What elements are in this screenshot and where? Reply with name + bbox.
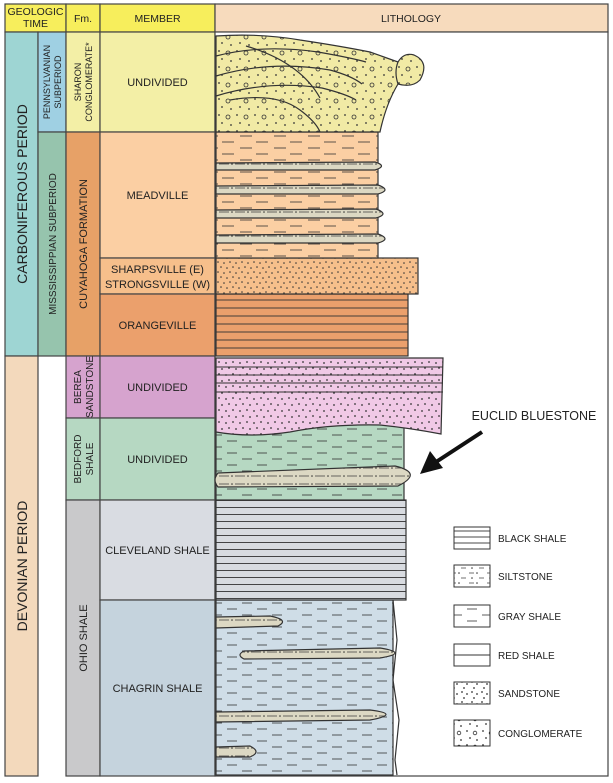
chagrin-siltstone-lens-3 xyxy=(216,710,386,722)
formation-column: SHARON CONGLOMERATE* CUYAHOGA FORMATION … xyxy=(66,32,100,776)
lithology-cleveland-black-shale xyxy=(216,500,406,600)
legend-red-shale-label: RED SHALE xyxy=(498,651,555,662)
member-bedford-undivided: UNDIVIDED xyxy=(127,454,188,466)
member-sharpsville: SHARPSVILLE (E) xyxy=(111,264,204,276)
header-geologic-time-line2: TIME xyxy=(23,18,48,30)
subperiod-column: PENNSYLVANIAN SUBPERIOD MISSSISSIPPIAN S… xyxy=(38,32,66,356)
formation-sharon-line1: SHARON xyxy=(73,63,83,102)
chagrin-siltstone-lens-4 xyxy=(216,746,256,757)
subperiod-pennsylvanian-line2: SUBPERIOD xyxy=(53,55,63,109)
lithology-orangeville-red-shale xyxy=(216,294,408,356)
member-orangeville: ORANGEVILLE xyxy=(119,320,197,332)
formation-berea-line1: BEREA xyxy=(73,370,84,404)
lithology-sharpsville-sandstone xyxy=(216,258,418,294)
header-lithology: LITHOLOGY xyxy=(381,13,441,25)
subperiod-pennsylvanian-line1: PENNSYLVANIAN xyxy=(42,45,52,119)
lithology-berea-sandstone xyxy=(216,358,443,435)
callout-euclid-bluestone: EUCLID BLUESTONE xyxy=(472,409,597,423)
header-row: GEOLOGIC TIME Fm. MEMBER LITHOLOGY xyxy=(5,4,608,32)
subperiod-mississippian: MISSSISSIPPIAN SUBPERIOD xyxy=(48,173,59,315)
legend-gray-shale-swatch xyxy=(454,605,490,627)
header-formation: Fm. xyxy=(74,13,92,25)
meadville-siltstone-2 xyxy=(216,185,385,194)
member-berea-undivided: UNDIVIDED xyxy=(127,382,188,394)
formation-cuyahoga: CUYAHOGA FORMATION xyxy=(78,179,90,309)
legend-black-shale-swatch xyxy=(454,527,490,549)
period-devonian: DEVONIAN PERIOD xyxy=(14,501,30,632)
formation-bedford-line2: SHALE xyxy=(85,442,96,475)
period-column: CARBONIFEROUS PERIOD DEVONIAN PERIOD xyxy=(5,32,38,776)
member-chagrin-shale: CHAGRIN SHALE xyxy=(113,683,203,695)
formation-sharon-line2: CONGLOMERATE* xyxy=(84,42,94,122)
legend-gray-shale-label: GRAY SHALE xyxy=(498,612,561,623)
period-carboniferous: CARBONIFEROUS PERIOD xyxy=(14,104,30,284)
formation-berea-line2: SANDSTONE xyxy=(85,356,96,418)
meadville-siltstone-1 xyxy=(216,162,382,170)
formation-ohio-shale: OHIO SHALE xyxy=(78,604,90,671)
chagrin-siltstone-lens-1 xyxy=(216,616,283,628)
header-geologic-time-line1: GEOLOGIC xyxy=(7,6,63,18)
meadville-siltstone-4 xyxy=(216,234,385,243)
legend-sandstone-label: SANDSTONE xyxy=(498,689,560,700)
header-member: MEMBER xyxy=(134,13,181,25)
legend-siltstone-swatch xyxy=(454,565,490,587)
legend-conglomerate-swatch xyxy=(454,720,490,746)
member-cleveland-shale: CLEVELAND SHALE xyxy=(105,545,210,557)
formation-bedford-line1: BEDFORD xyxy=(73,435,84,484)
member-column: UNDIVIDED MEADVILLE SHARPSVILLE (E) STRO… xyxy=(100,32,215,776)
legend-conglomerate-label: CONGLOMERATE xyxy=(498,729,583,740)
member-meadville: MEADVILLE xyxy=(127,190,189,202)
member-sharon-undivided: UNDIVIDED xyxy=(127,77,188,89)
legend-siltstone-label: SILTSTONE xyxy=(498,572,553,583)
legend-black-shale-label: BLACK SHALE xyxy=(498,534,567,545)
meadville-siltstone-3 xyxy=(216,209,383,218)
legend-sandstone-swatch xyxy=(454,682,490,704)
member-strongsville: STRONGSVILLE (W) xyxy=(105,279,210,291)
